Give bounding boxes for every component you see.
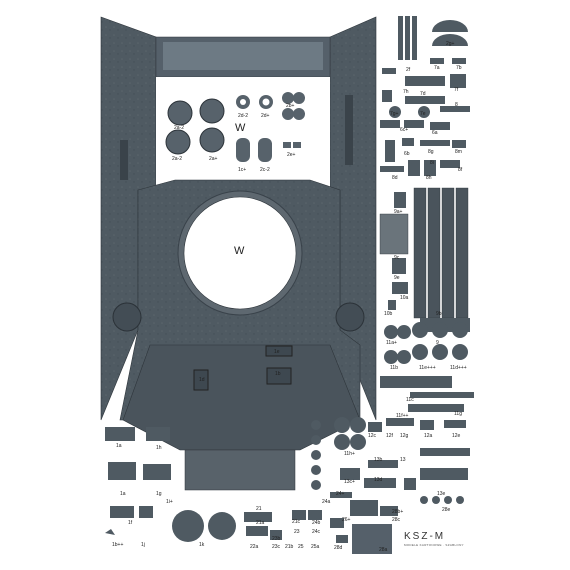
label-6b: 6b (404, 151, 410, 157)
label-9: 9 (436, 340, 439, 346)
label-9c: 9c (394, 255, 400, 261)
label-21: 21 (256, 506, 262, 512)
label-1c: 1c+ (238, 167, 247, 173)
label-1g: 1g (156, 491, 162, 497)
label-2a-2: 2a-2 (174, 125, 185, 131)
label-11c: 11c (406, 397, 414, 403)
label-24: 24+ (336, 491, 345, 497)
label-23b: 23b (272, 536, 281, 542)
label-21a: 21a (256, 520, 265, 526)
label-24a: 24a (322, 499, 331, 505)
label-7a: 7a (434, 65, 440, 71)
label-22a: 22a (250, 544, 259, 550)
label-1b: 1b (275, 371, 281, 377)
label-28a: 28a (379, 547, 388, 553)
label-6c: 6c+ (400, 127, 409, 133)
label-13e: 13e (437, 491, 446, 497)
label-11a: 11a+ (386, 340, 397, 346)
label-1h: 1h (156, 445, 162, 451)
label-21c: 21c (292, 519, 301, 525)
label-13b: 13b (374, 457, 383, 463)
label-8m: 8m (455, 149, 462, 155)
label-8f: 8f (458, 167, 463, 173)
label-28e: 28e (442, 507, 451, 513)
label-1a: 1a (116, 443, 122, 449)
letter-w-top: W (235, 122, 246, 134)
label-1j: 1j (141, 542, 145, 548)
wheel-parts (380, 322, 474, 412)
label-8h: 8h (426, 175, 432, 181)
label-2a: 2a+ (209, 156, 218, 162)
label-12a: 12a (424, 433, 433, 439)
label-1e: 1e (274, 349, 280, 355)
label-7g: 7g+ (390, 111, 399, 117)
label-24c: 24c (312, 529, 321, 535)
label-8: 8 (455, 102, 458, 108)
label-7h: 7h (403, 89, 409, 95)
label-1i: 1i+ (166, 499, 173, 505)
label-26: 26+ (342, 517, 351, 523)
label-1b-plus: 1b++ (112, 542, 124, 548)
label-23c: 23c (272, 544, 281, 550)
label-25a: 25a (311, 544, 320, 550)
label-11f: 11f++ (396, 413, 409, 419)
label-1k: 1k (199, 542, 205, 548)
label-11h: 11h+ (344, 451, 355, 457)
label-2d-2: 2d-2 (238, 113, 249, 119)
label-28d: 28d (334, 545, 343, 551)
label-6a: 6a (432, 130, 438, 136)
label-7e: 7e (420, 111, 426, 117)
label-13: 13 (400, 457, 406, 463)
label-9e: 9e (394, 275, 400, 281)
brand-tagline: MODELE KARTONOWE · SZABLONY (404, 543, 464, 547)
label-2g: 2g+ (446, 41, 455, 47)
label-8i: 8i (430, 160, 434, 166)
label-10a: 10a (400, 295, 409, 301)
label-2c-2: 2c-2 (260, 167, 270, 173)
label-2e: 2e+ (287, 152, 296, 158)
label-25: 25 (298, 544, 304, 550)
label-2a-2-b: 2a-2 (172, 156, 183, 162)
label-7d: 7d (420, 91, 426, 97)
label-12c: 12c (368, 433, 377, 439)
label-12g: 12g (400, 433, 409, 439)
label-12f: 12f (386, 433, 393, 439)
label-11g: 11g (454, 411, 462, 417)
label-1d: 1d (199, 377, 205, 383)
label-9a: 9a+ (394, 209, 403, 215)
letter-w-center: W (234, 245, 245, 257)
label-2f: 2f (406, 67, 411, 73)
label-8d: 8d (392, 175, 398, 181)
parts-right-column (379, 16, 470, 310)
label-7f: 7f (454, 87, 459, 93)
label-2b: 2b+ (286, 103, 295, 109)
label-12e: 12e (452, 433, 461, 439)
track-strips (413, 187, 470, 332)
label-8g: 8g (428, 149, 434, 155)
label-11d: 11d+++ (450, 365, 467, 371)
label-10b: 10b (384, 311, 393, 317)
label-2d: 2d+ (261, 113, 270, 119)
label-28c: 28c (392, 517, 401, 523)
label-23: 23 (294, 529, 300, 535)
label-11e: 11e+++ (419, 365, 436, 371)
label-11b: 11b (390, 365, 398, 371)
label-1a-b: 1a (120, 491, 126, 497)
parts-top-window (165, 92, 305, 162)
brand-logo: KSZ-M (404, 531, 446, 542)
label-13c: 13c+ (344, 479, 355, 485)
label-24b: 24b (312, 520, 321, 526)
label-21b: 21b (285, 544, 294, 550)
parts-middle-right (311, 417, 470, 554)
label-13d: 13d (374, 477, 383, 483)
parts-bottom-left (105, 427, 322, 542)
label-1f: 1f (128, 520, 133, 526)
label-28b: 28b+ (392, 509, 404, 515)
label-9b: 9b (436, 311, 442, 317)
label-7b: 7b (456, 65, 462, 71)
